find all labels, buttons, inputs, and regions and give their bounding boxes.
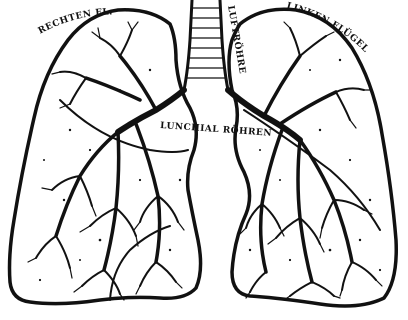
trachea <box>184 0 228 90</box>
label-bronchial-tubes: LUNCHIAL RÖHREN <box>160 118 273 139</box>
bronchial-tree <box>28 22 382 300</box>
